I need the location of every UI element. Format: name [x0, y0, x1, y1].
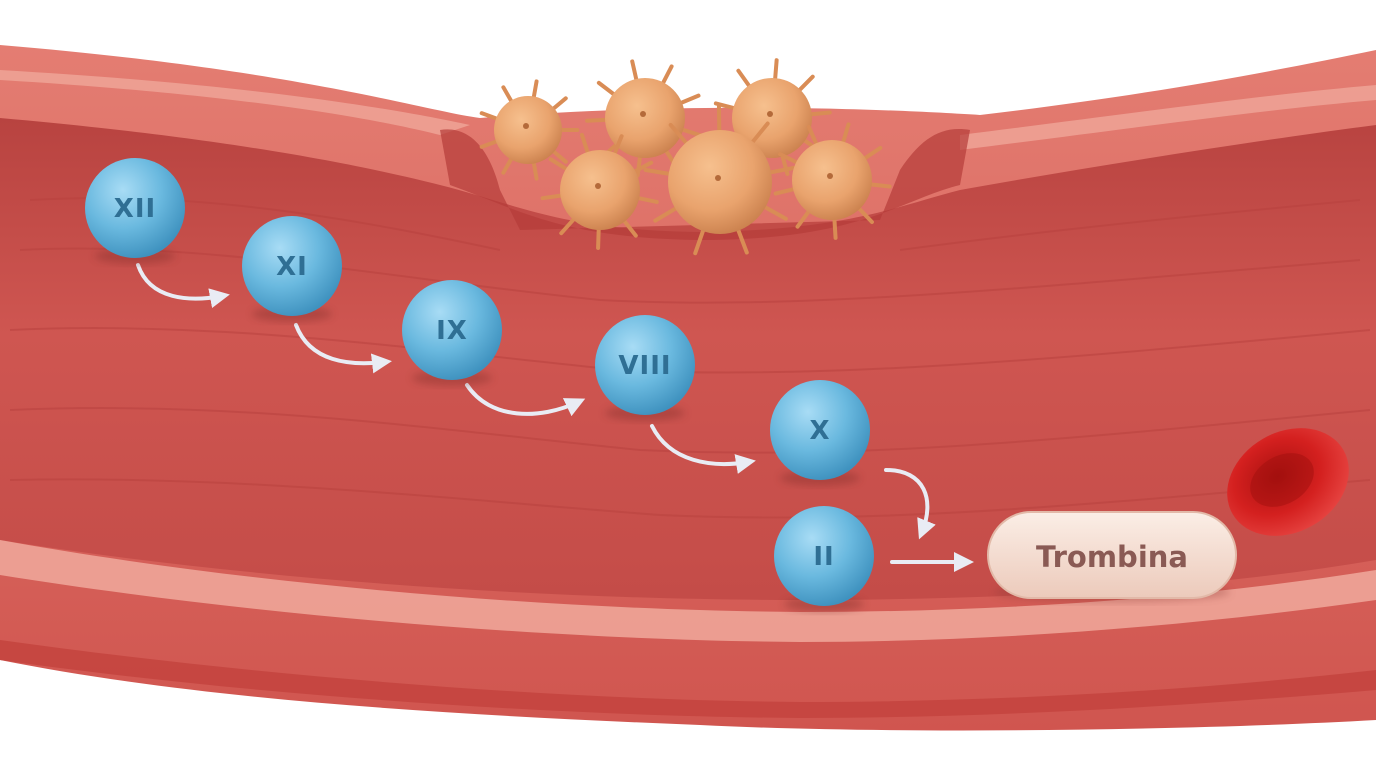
- platelet-dot: [640, 111, 646, 117]
- platelet-body: [732, 78, 812, 158]
- platelet-body: [792, 140, 872, 220]
- factor-circle: [774, 506, 874, 606]
- platelet: [773, 122, 892, 240]
- cascade-arrows: [136, 263, 974, 572]
- platelet-cluster-icon: [479, 58, 892, 256]
- factor-ii: II: [774, 506, 874, 612]
- platelet-dot: [595, 183, 601, 189]
- thrombin-label: Trombina: [1036, 540, 1188, 574]
- platelet-body: [494, 96, 562, 164]
- factor-circle: [402, 280, 502, 380]
- cascade-arrow: [650, 424, 756, 474]
- vessel-upper-wall-layer: [0, 70, 470, 135]
- factor-label: X: [809, 416, 830, 446]
- factor-xii: XII: [85, 158, 185, 264]
- factor-label: II: [813, 542, 834, 572]
- vessel-upper-wall-layer-right: [960, 85, 1376, 150]
- factor-circle: [85, 158, 185, 258]
- vessel-lower-wall-layer: [0, 540, 1376, 642]
- platelet-body: [668, 130, 772, 234]
- cascade-arrow: [294, 323, 392, 374]
- red-blood-cell-icon: [1227, 428, 1349, 536]
- platelet-dot: [827, 173, 833, 179]
- platelet-dot: [523, 123, 529, 129]
- vessel-lower-wall-outer: [0, 640, 1376, 718]
- cascade-arrow: [136, 263, 230, 309]
- platelet-body: [560, 150, 640, 230]
- factor-circle: [770, 380, 870, 480]
- thrombin-product: Trombina: [987, 511, 1237, 602]
- factor-circle: [242, 216, 342, 316]
- platelet-dot: [767, 111, 773, 117]
- cascade-arrow: [884, 468, 936, 540]
- platelet: [643, 104, 797, 256]
- factor-label: VIII: [618, 351, 671, 381]
- cascade-arrow: [465, 383, 586, 417]
- factor-x: X: [770, 380, 870, 486]
- factor-label: IX: [436, 316, 468, 346]
- platelet-dot: [715, 175, 721, 181]
- factor-ix: IX: [402, 280, 502, 386]
- factor-circle: [595, 315, 695, 415]
- factor-xi: XI: [242, 216, 342, 322]
- factor-label: XI: [276, 252, 308, 282]
- platelet: [479, 79, 580, 181]
- factor-label: XII: [114, 194, 156, 224]
- thrombin-pill: [987, 511, 1237, 599]
- platelet: [540, 132, 659, 250]
- platelet-body: [605, 78, 685, 158]
- factor-viii: VIII: [595, 315, 695, 421]
